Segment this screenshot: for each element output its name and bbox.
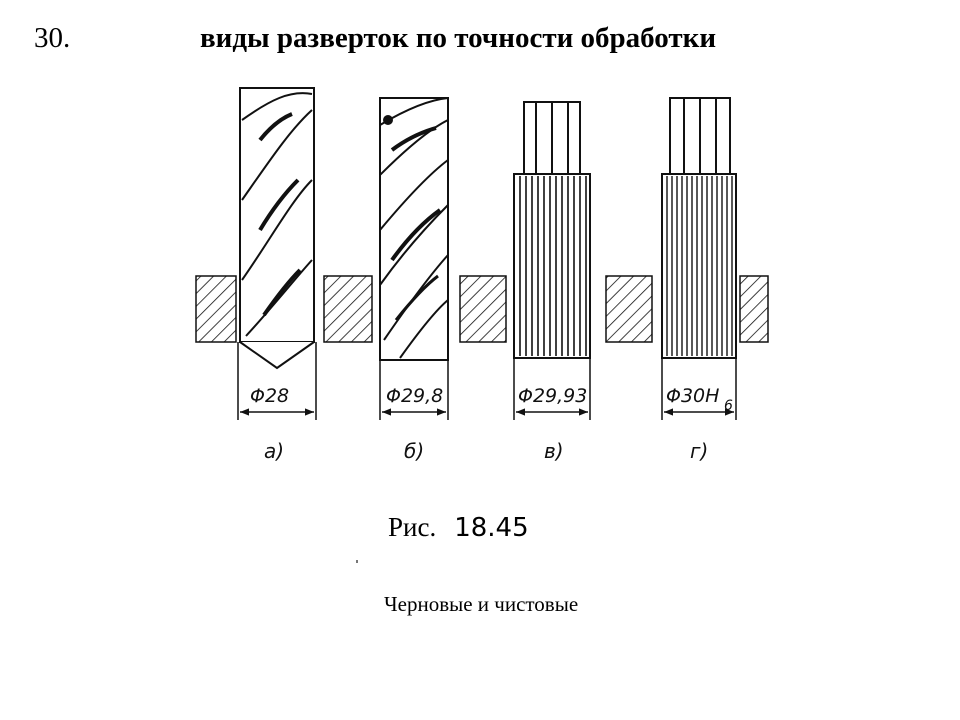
reamer-a-sub-label: а) — [264, 439, 284, 463]
figure-caption: Рис. 18.45 — [388, 512, 529, 543]
dimension-lines — [237, 342, 737, 420]
workpiece-section — [195, 275, 769, 343]
reamer-g-diameter-subscript: 6 — [724, 398, 733, 414]
reamer-g-sub-label: г) — [690, 439, 708, 463]
reamer-types-note: Черновые и чистовые — [384, 592, 579, 616]
reamer-b-diameter-label: Φ29,8 — [386, 385, 443, 407]
reamer-v-drawing — [513, 101, 591, 359]
figure-caption-prefix: Рис. — [388, 512, 437, 542]
reamer-b-drawing — [379, 97, 449, 361]
reamer-v-diameter-label: Φ29,93 — [518, 385, 587, 407]
reamer-b-sub-label: б) — [404, 439, 424, 463]
reamer-a-diameter-label: Φ28 — [250, 385, 289, 407]
figure-caption-number: 18.45 — [454, 513, 529, 543]
reamer-figure: Φ28 Φ29,8 Φ29,93 Φ30Н 6 а) б) в) г) — [180, 80, 780, 480]
slide-number: 30. — [34, 22, 71, 54]
slide-title: виды разверток по точности обработки — [200, 22, 717, 54]
scan-speck — [356, 560, 358, 563]
reamer-v-sub-label: в) — [544, 439, 564, 463]
reamer-g-diameter-label: Φ30Н — [666, 385, 719, 407]
reamer-a-drawing — [239, 87, 315, 370]
reamer-g-drawing — [661, 97, 737, 359]
